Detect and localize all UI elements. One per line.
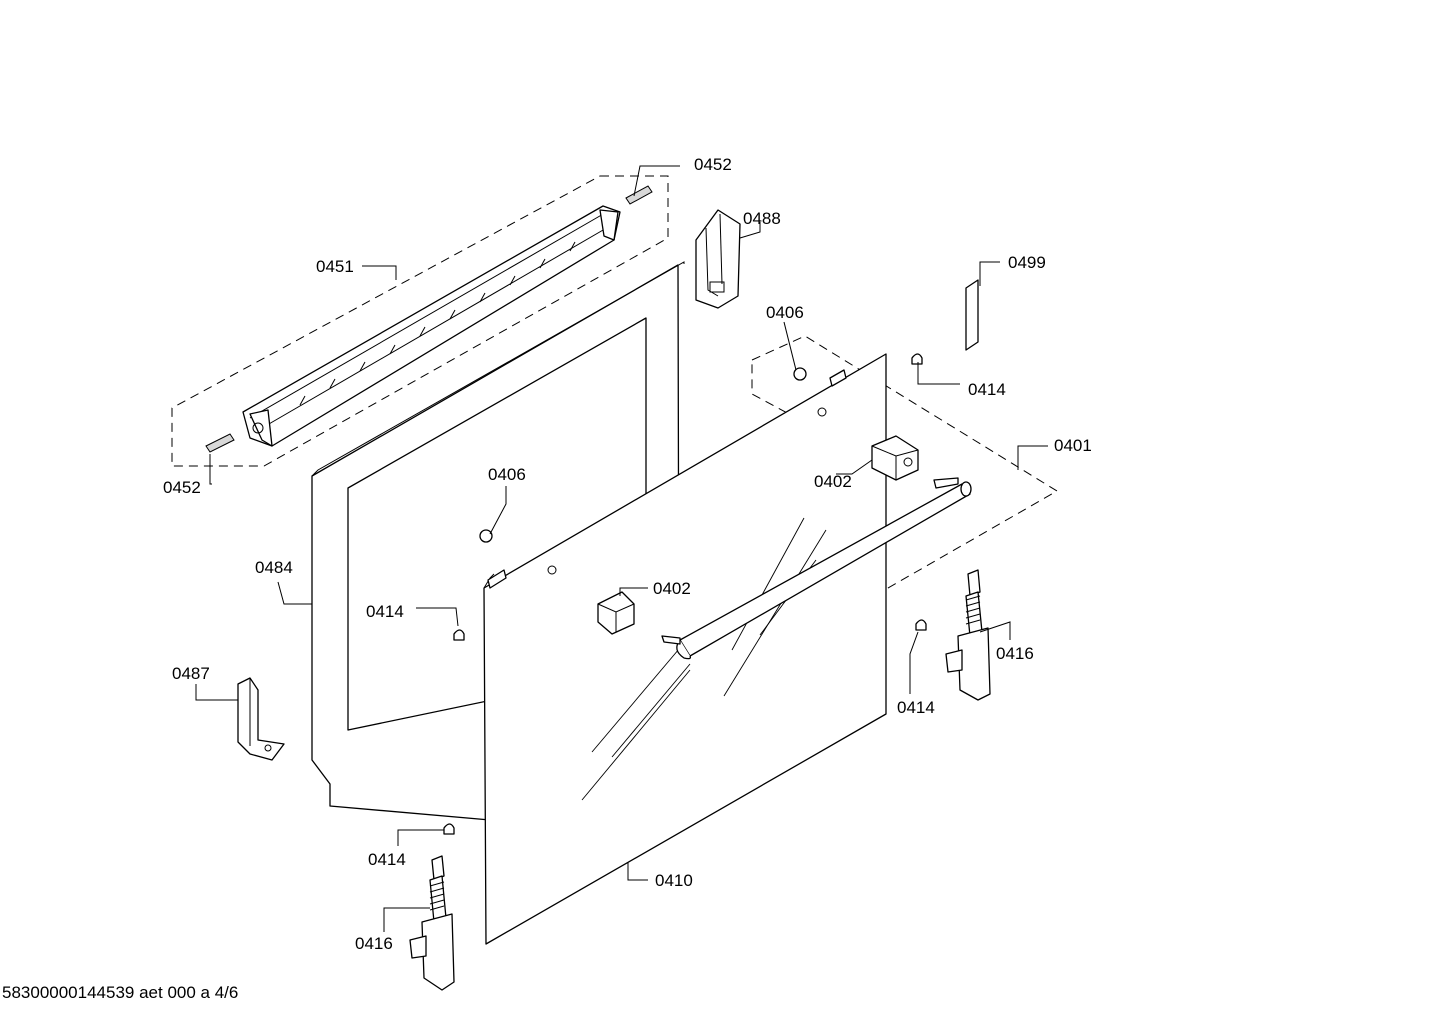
clip-left — [487, 569, 507, 589]
label-0487: 0487 — [172, 664, 210, 683]
label-0414-bottom: 0414 — [368, 850, 406, 869]
label-0488: 0488 — [743, 209, 781, 228]
label-0401: 0401 — [1054, 436, 1092, 455]
label-0406-top: 0406 — [766, 303, 804, 322]
footer-document-id: 58300000144539 aet 000 a 4/6 — [2, 983, 238, 1002]
bushing-top — [793, 367, 807, 381]
handle-mount-block-top — [871, 435, 919, 481]
cap-top-right — [911, 353, 923, 365]
label-0451: 0451 — [316, 257, 354, 276]
label-0416-right: 0416 — [996, 644, 1034, 663]
cap-bottom — [443, 823, 455, 835]
hinge-bottom — [409, 855, 455, 991]
top-trim-part — [242, 205, 621, 447]
label-0484: 0484 — [255, 558, 293, 577]
pin-bottom — [205, 433, 235, 453]
label-0499: 0499 — [1008, 253, 1046, 272]
label-0406-mid: 0406 — [488, 465, 526, 484]
label-0452-top: 0452 — [694, 155, 732, 174]
bushing-mid — [479, 529, 493, 543]
cap-mid-left — [453, 629, 465, 641]
label-0410: 0410 — [655, 871, 693, 890]
door-handle — [661, 477, 972, 660]
label-0414-mid-right: 0414 — [897, 698, 935, 717]
trim-assembly-outline — [171, 175, 669, 467]
label-0402-mid: 0402 — [653, 579, 691, 598]
clip-right — [829, 369, 847, 387]
label-0452-bottom: 0452 — [163, 478, 201, 497]
cap-mid-right — [915, 619, 927, 631]
hinge-bracket-left — [237, 677, 285, 761]
handle-mount-block-mid — [597, 591, 635, 635]
label-0402-top: 0402 — [814, 472, 852, 491]
label-0414-mid-left: 0414 — [366, 602, 404, 621]
label-0416-bottom: 0416 — [355, 934, 393, 953]
pin-top — [625, 185, 653, 205]
seal-strip — [965, 279, 979, 351]
hinge-right — [945, 569, 991, 701]
label-0414-top-right: 0414 — [968, 380, 1006, 399]
hinge-bracket-top — [695, 209, 741, 309]
leader-lines — [195, 165, 1048, 932]
